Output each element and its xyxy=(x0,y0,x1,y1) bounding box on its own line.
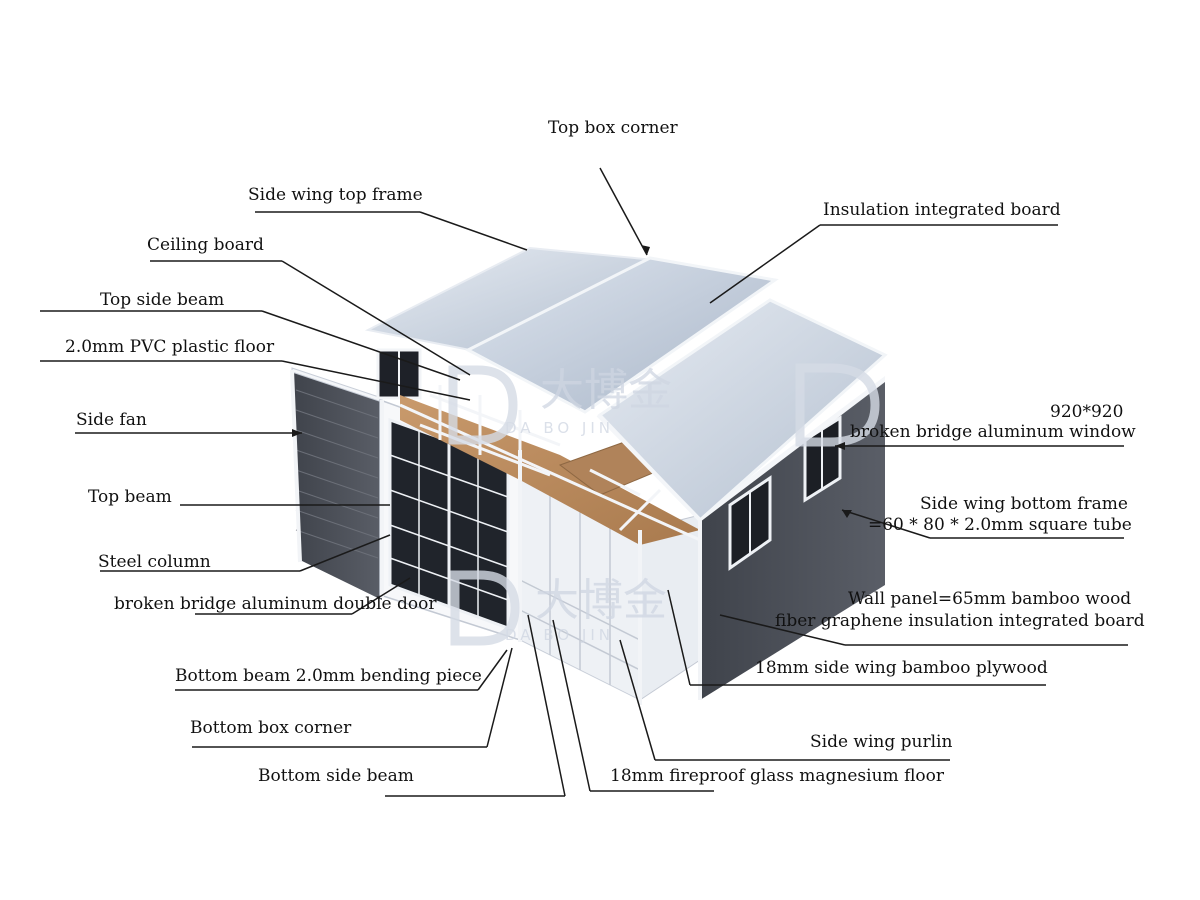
label-side-wing-bottom-frame-spec: =60 * 80 * 2.0mm square tube xyxy=(868,515,1132,535)
watermark-latin-2: DA BO JIN xyxy=(505,626,614,644)
label-steel-column: Steel column xyxy=(98,552,211,572)
steel-columns xyxy=(290,369,702,705)
side-fan-louvers xyxy=(295,389,379,559)
label-side-wing-purlin: Side wing purlin xyxy=(810,732,952,752)
watermark-chinese-1: 大博金 xyxy=(540,365,672,416)
leader-lines xyxy=(40,167,1128,797)
watermark-chinese-2: 大博金 xyxy=(535,575,667,626)
label-aluminum-window: broken bridge aluminum window xyxy=(850,422,1136,442)
labels: Top box corner Side wing top frame Insul… xyxy=(65,118,1145,786)
label-glass-magnesium-floor: 18mm fireproof glass magnesium floor xyxy=(610,766,945,786)
label-side-wing-plywood: 18mm side wing bamboo plywood xyxy=(755,658,1048,678)
label-pvc-plastic-floor: 2.0mm PVC plastic floor xyxy=(65,337,275,357)
label-window-size: 920*920 xyxy=(1050,402,1123,422)
label-bottom-beam: Bottom beam 2.0mm bending piece xyxy=(175,666,482,686)
label-wall-panel-board: fiber graphene insulation integrated boa… xyxy=(775,611,1145,631)
label-insulation-integrated-board: Insulation integrated board xyxy=(823,200,1061,220)
right-wall-top-frame xyxy=(700,376,885,522)
label-side-wing-top-frame: Side wing top frame xyxy=(248,185,423,205)
label-ceiling-board: Ceiling board xyxy=(147,235,264,255)
label-side-wing-bottom-frame: Side wing bottom frame xyxy=(920,494,1128,514)
watermark: 大博金 DA BO JIN 大博金 DA BO JIN xyxy=(448,363,880,646)
label-aluminum-double-door: broken bridge aluminum double door xyxy=(114,594,437,614)
left-side-wall xyxy=(292,372,382,600)
main-roof xyxy=(464,256,779,414)
label-top-side-beam: Top side beam xyxy=(100,290,224,310)
label-wall-panel: Wall panel=65mm bamboo wood xyxy=(848,589,1131,609)
house-illustration xyxy=(290,246,888,705)
label-top-box-corner: Top box corner xyxy=(548,118,679,138)
label-side-fan: Side fan xyxy=(76,410,147,430)
label-bottom-side-beam: Bottom side beam xyxy=(258,766,414,786)
floor-purlins xyxy=(519,485,641,685)
label-bottom-box-corner: Bottom box corner xyxy=(190,718,352,738)
watermark-logo-icon xyxy=(448,363,880,646)
watermark-latin-1: DA BO JIN xyxy=(505,419,614,437)
label-top-beam: Top beam xyxy=(88,487,172,507)
